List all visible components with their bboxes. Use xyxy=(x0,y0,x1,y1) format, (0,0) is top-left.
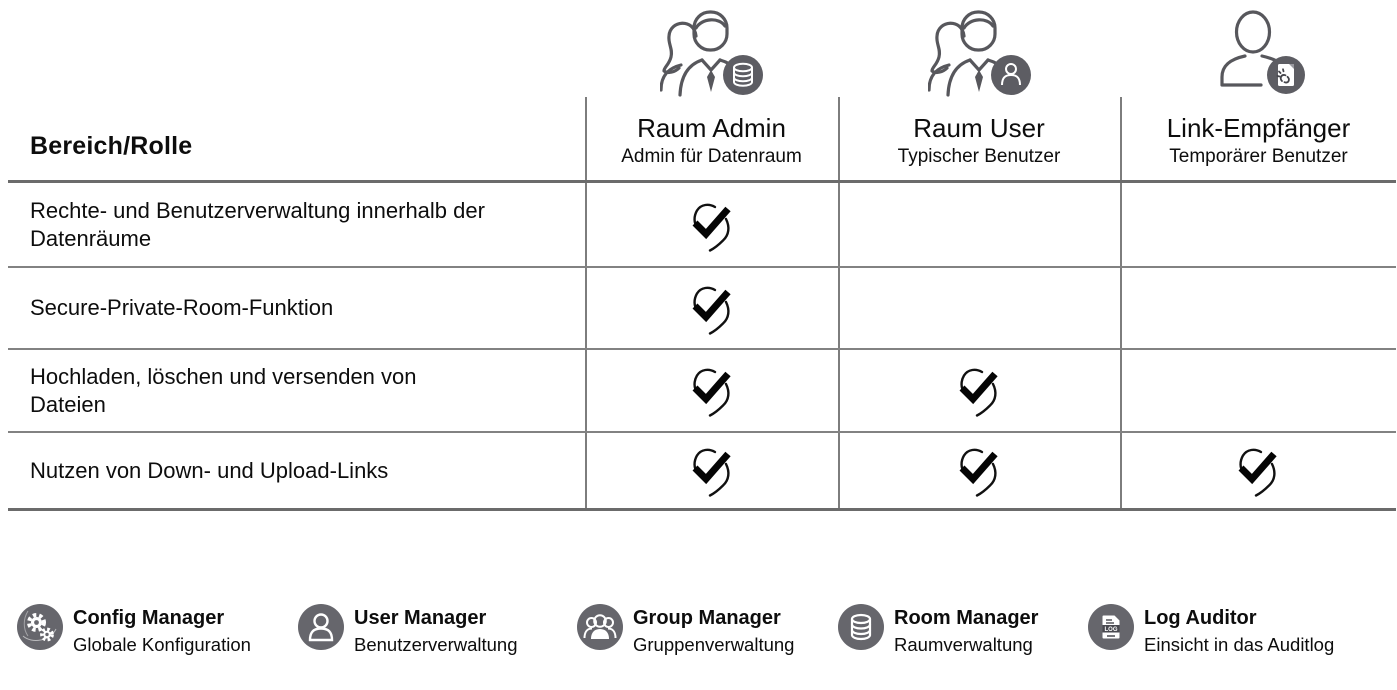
legend-subtitle: Raumverwaltung xyxy=(894,634,1033,655)
log-document-icon: LOG xyxy=(1088,604,1134,650)
database-icon xyxy=(838,604,884,650)
legend-subtitle: Einsicht in das Auditlog xyxy=(1144,634,1335,655)
user-icon xyxy=(298,604,344,650)
column-divider-2 xyxy=(838,97,840,511)
two-users-database-icon xyxy=(660,10,763,97)
column-header-raum-user: Raum User Typischer Benutzer xyxy=(839,112,1119,170)
legend-title: Room Manager xyxy=(894,607,1039,629)
two-users-person-icon xyxy=(928,10,1031,97)
row-label: Rechte- und Benutzerverwaltung innerhalb… xyxy=(30,198,485,251)
check-refresh-icon xyxy=(1232,442,1284,499)
column-subtitle: Typischer Benutzer xyxy=(897,146,1061,167)
column-title: Link-Empfänger xyxy=(1166,113,1351,143)
legend-item-room-manager: Room Manager Raumverwaltung xyxy=(838,604,1038,657)
user-link-document-icon xyxy=(1220,10,1305,94)
row-divider-3 xyxy=(8,431,1396,433)
column-subtitle: Admin für Datenraum xyxy=(621,146,802,167)
legend-item-user-manager: User Manager Benutzerverwaltung xyxy=(298,604,518,657)
legend-item-log-auditor: LOG Log Auditor Einsicht in das Auditlog xyxy=(1088,604,1334,657)
legend-subtitle: Globale Konfiguration xyxy=(73,634,251,655)
column-header-link-empfaenger: Link-Empfänger Temporärer Benutzer xyxy=(1121,112,1396,170)
check-refresh-icon xyxy=(686,280,738,337)
row-label: Hochladen, löschen und versenden von Dat… xyxy=(30,364,417,417)
column-header-raum-admin: Raum Admin Admin für Datenraum xyxy=(586,112,837,170)
corner-header: Bereich/Rolle xyxy=(30,132,193,160)
column-divider-1 xyxy=(585,97,587,511)
legend-subtitle: Gruppenverwaltung xyxy=(633,634,795,655)
check-refresh-icon xyxy=(686,362,738,419)
legend-title: Log Auditor xyxy=(1144,607,1257,629)
check-cell xyxy=(585,349,838,432)
check-cell xyxy=(585,267,838,349)
check-cell xyxy=(585,183,838,267)
check-refresh-icon xyxy=(686,197,738,254)
check-refresh-icon xyxy=(953,442,1005,499)
row-label: Nutzen von Down- und Upload-Links xyxy=(30,458,389,483)
table-bottom-line xyxy=(8,508,1396,511)
svg-text:LOG: LOG xyxy=(1105,627,1118,633)
column-divider-3 xyxy=(1120,97,1122,511)
check-refresh-icon xyxy=(953,362,1005,419)
legend-title: Group Manager xyxy=(633,607,781,629)
gears-icon xyxy=(17,604,63,650)
check-cell xyxy=(838,349,1120,432)
check-refresh-icon xyxy=(686,442,738,499)
group-icon xyxy=(577,604,623,650)
legend-title: Config Manager xyxy=(73,607,225,629)
check-cell xyxy=(838,432,1120,509)
check-cell xyxy=(585,432,838,509)
row-divider-1 xyxy=(8,266,1396,268)
legend-item-config-manager: Config Manager Globale Konfiguration xyxy=(17,604,251,657)
row-label: Secure-Private-Room-Funktion xyxy=(30,295,334,320)
row-divider-2 xyxy=(8,348,1396,350)
column-title: Raum Admin xyxy=(637,113,786,143)
legend-title: User Manager xyxy=(354,607,487,629)
legend-item-group-manager: Group Manager Gruppenverwaltung xyxy=(577,604,794,657)
check-cell xyxy=(1120,432,1396,509)
column-title: Raum User xyxy=(913,113,1045,143)
header-underline xyxy=(8,180,1396,183)
column-subtitle: Temporärer Benutzer xyxy=(1169,146,1348,167)
legend-subtitle: Benutzerverwaltung xyxy=(354,634,518,655)
